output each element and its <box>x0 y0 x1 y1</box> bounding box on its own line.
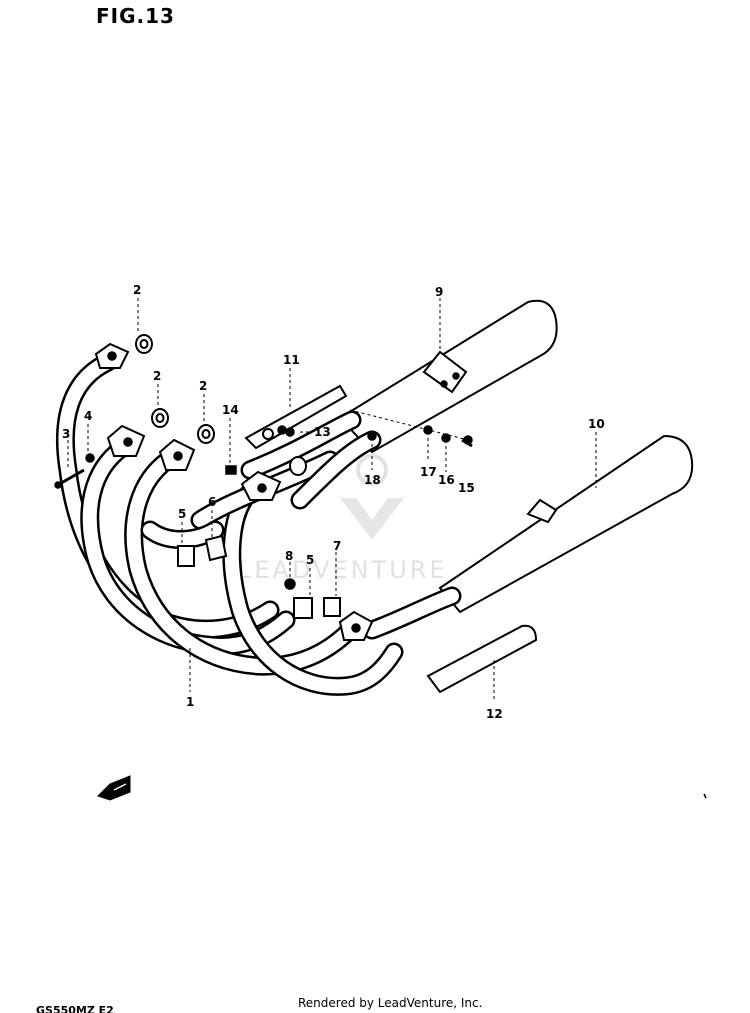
figure-title: FIG.13 <box>96 4 175 28</box>
callout-13: 13 <box>314 425 331 439</box>
footer-credit: Rendered by LeadVenture, Inc. <box>298 996 483 1010</box>
callout-15: 15 <box>458 481 475 495</box>
callout-labels: 2 9 2 2 11 4 14 13 3 10 18 17 16 15 5 6 … <box>62 283 605 721</box>
callout-12: 12 <box>486 707 503 721</box>
muffler-upper <box>240 299 558 510</box>
callout-5b: 5 <box>306 553 314 567</box>
connector-5b <box>293 597 313 619</box>
flange-clamp-2 <box>106 424 146 457</box>
bolt-15 <box>461 435 473 448</box>
stray-mark <box>703 793 707 799</box>
muffler-bracket-lower <box>526 498 558 524</box>
callout-11: 11 <box>283 353 300 367</box>
callout-2c: 2 <box>199 379 207 393</box>
callout-8: 8 <box>285 549 293 563</box>
callout-10: 10 <box>588 417 605 431</box>
callout-1: 1 <box>186 695 194 709</box>
nut-14 <box>225 465 237 475</box>
gasket-2c <box>197 424 215 444</box>
nut-18 <box>367 431 377 441</box>
clamp-7b <box>323 597 341 617</box>
connector-5a <box>177 545 195 567</box>
flange-clamp-3 <box>158 438 196 471</box>
bracket-11 <box>244 384 348 450</box>
flange-clamp-4 <box>240 470 282 501</box>
pipe-clamp-7 <box>338 610 374 641</box>
leader-lines <box>67 298 597 702</box>
gasket-ring <box>289 456 307 476</box>
muffler-lower <box>362 434 694 640</box>
callout-16: 16 <box>438 473 455 487</box>
callout-17: 17 <box>420 465 437 479</box>
gasket-2a <box>135 334 153 354</box>
bolt-13 <box>285 427 295 437</box>
callout-5a: 5 <box>178 507 186 521</box>
watermark-text: LEADVENTURE <box>238 556 448 584</box>
watermark: LEADVENTURE <box>238 454 448 584</box>
front-direction-arrow-icon <box>97 775 131 801</box>
callout-7: 7 <box>333 539 341 553</box>
callout-3: 3 <box>62 427 70 441</box>
bolt-8 <box>284 578 296 590</box>
washer-16 <box>441 433 451 443</box>
callout-9: 9 <box>435 285 443 299</box>
callout-6: 6 <box>208 495 216 509</box>
model-code: GS550MZ E2 <box>36 1004 114 1013</box>
bolt-3 <box>54 468 85 489</box>
callout-2b: 2 <box>153 369 161 383</box>
clamp-6 <box>204 534 228 562</box>
gasket-2b <box>151 408 169 428</box>
callout-14: 14 <box>222 403 239 417</box>
flange-clamp-top <box>94 342 130 369</box>
exhaust-pipe-1 <box>56 352 404 696</box>
washer-4 <box>85 453 95 463</box>
callout-18: 18 <box>364 473 381 487</box>
callout-4: 4 <box>84 409 92 423</box>
heat-shield <box>426 624 538 694</box>
callout-2a: 2 <box>133 283 141 297</box>
